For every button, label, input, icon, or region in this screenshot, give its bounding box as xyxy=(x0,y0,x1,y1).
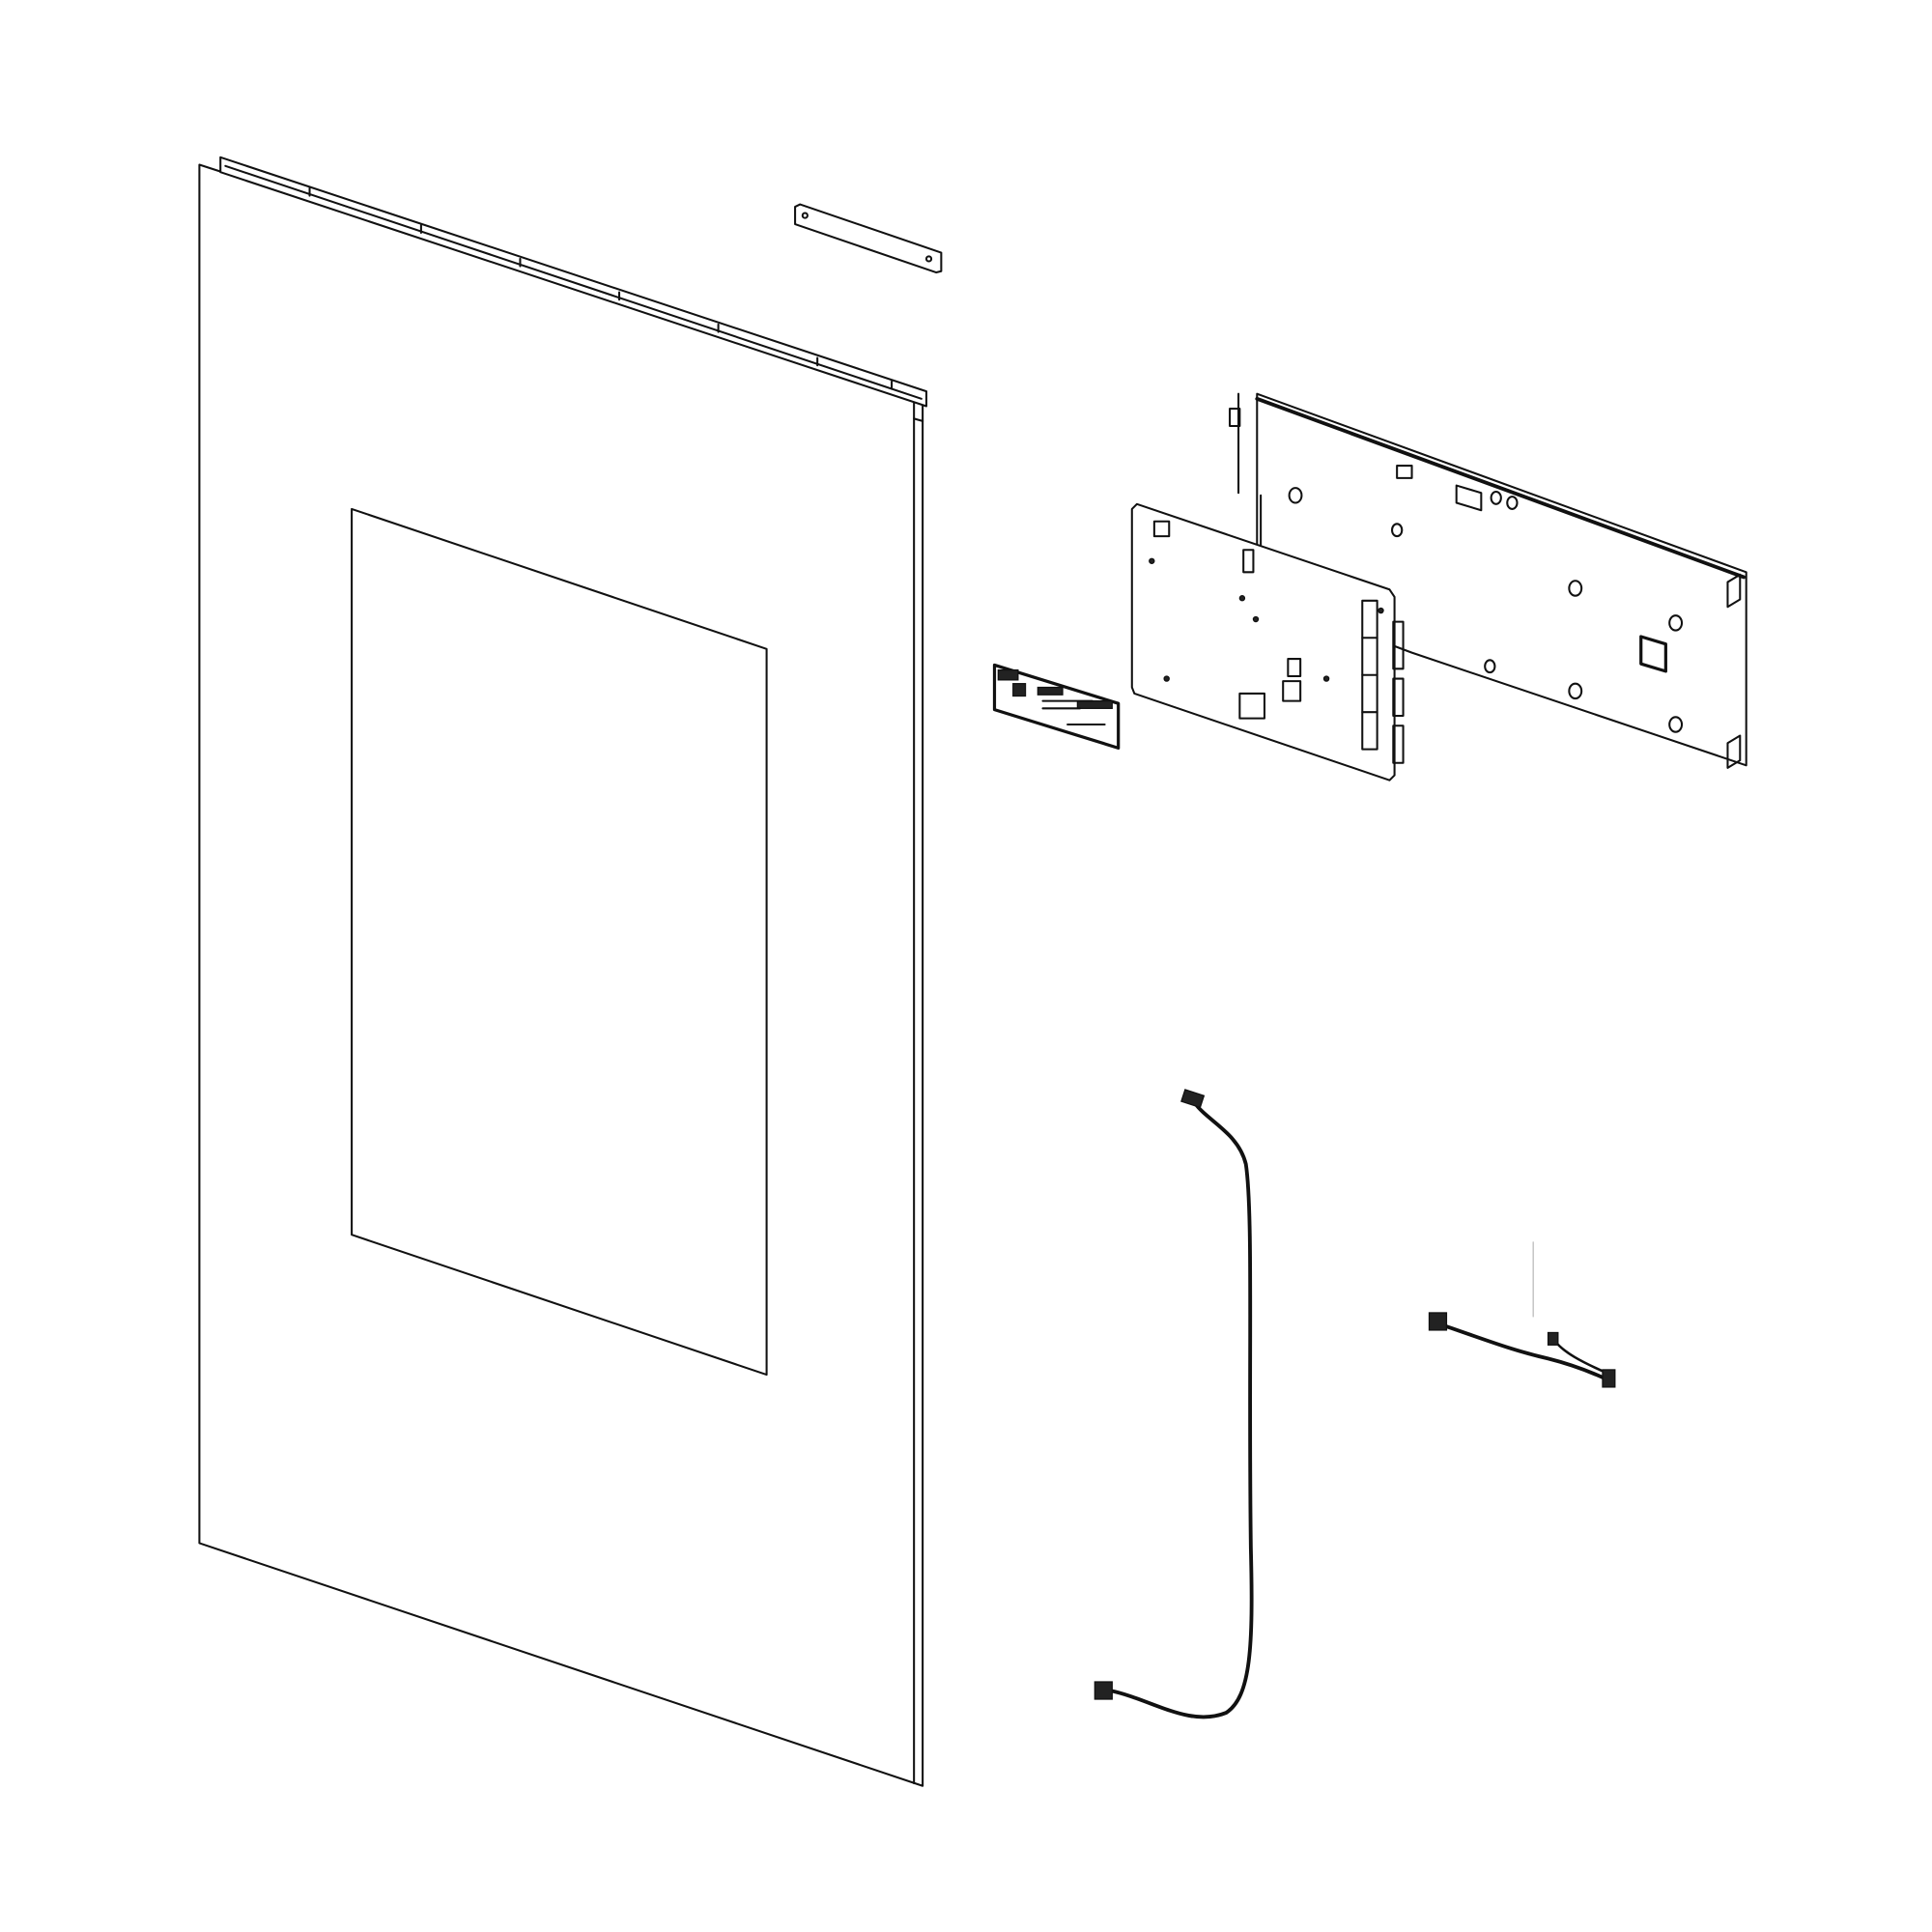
door-window xyxy=(351,507,768,1377)
connector xyxy=(1180,1089,1206,1109)
short-wire-harness xyxy=(1428,1241,1616,1388)
door-hinge-strip xyxy=(219,156,927,408)
connector xyxy=(1094,1681,1113,1700)
connector xyxy=(1547,1331,1559,1346)
display-board xyxy=(992,663,1121,750)
board-screw-holes xyxy=(1149,557,1384,682)
back-mounting-plate xyxy=(1229,392,1747,769)
mounting-holes xyxy=(1288,487,1684,733)
board-connectors xyxy=(1152,520,1405,764)
connector xyxy=(1602,1369,1616,1388)
connector xyxy=(1428,1312,1448,1331)
trim-bar xyxy=(794,203,943,274)
main-control-board xyxy=(1130,502,1405,781)
long-wire-harness xyxy=(1094,1089,1254,1719)
door-panel xyxy=(198,156,927,1787)
